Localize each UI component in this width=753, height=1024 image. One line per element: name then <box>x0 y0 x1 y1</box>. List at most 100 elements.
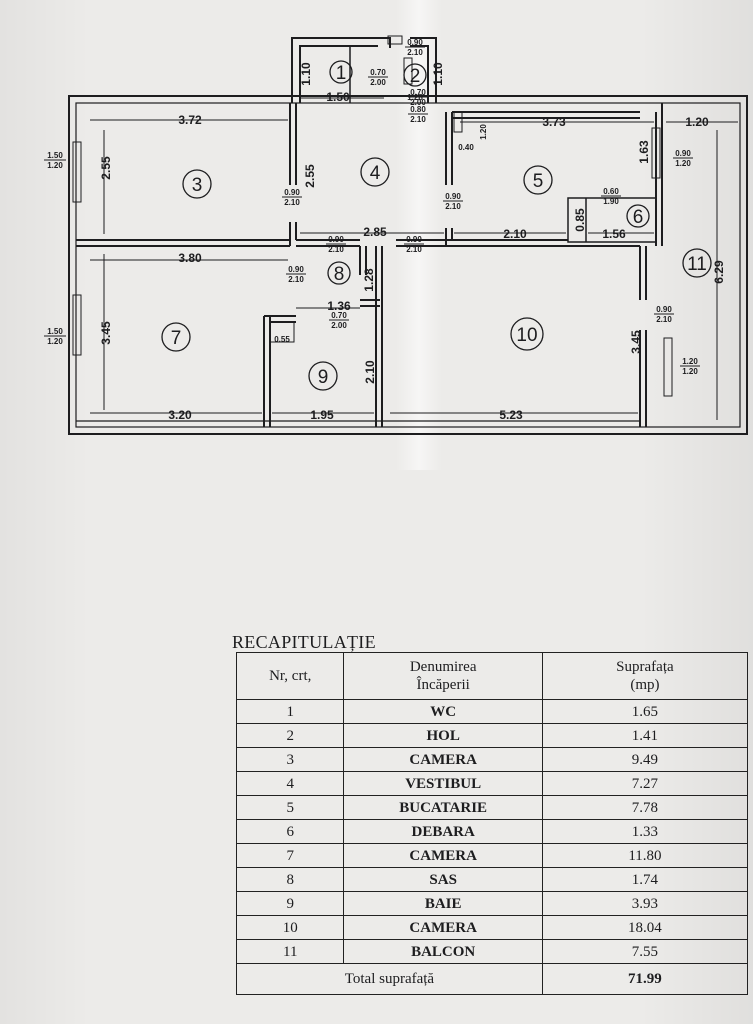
room-marker-1: 1 <box>329 60 353 84</box>
header-area-line2: (mp) <box>630 677 660 693</box>
room-marker-3: 3 <box>182 169 212 199</box>
svg-text:0.60: 0.60 <box>603 187 619 196</box>
svg-text:1.50: 1.50 <box>47 327 63 336</box>
svg-text:2.10: 2.10 <box>284 198 300 207</box>
dim-7-height: 3.45 <box>99 321 113 345</box>
svg-text:0.90: 0.90 <box>656 305 672 314</box>
dim-9-width: 1.95 <box>310 408 334 422</box>
svg-text:4: 4 <box>370 163 381 184</box>
total-value: 71.99 <box>541 963 749 995</box>
row-nr: 3 <box>235 747 345 772</box>
row-name: BUCATARIE <box>343 795 543 820</box>
dim-10-height: 3.45 <box>629 330 643 354</box>
row-name: SAS <box>343 867 543 892</box>
svg-text:0.80: 0.80 <box>410 105 426 114</box>
svg-text:2.10: 2.10 <box>410 115 426 124</box>
row-name: VESTIBUL <box>343 771 543 796</box>
room-marker-7: 7 <box>161 322 191 352</box>
dim-4-width: 2.85 <box>363 225 387 239</box>
dim-2-height: 1.10 <box>431 62 445 86</box>
row-nr: 11 <box>235 939 345 964</box>
recap-header-row: Nr, crt, Denumirea Încăperii Suprafața (… <box>235 652 749 700</box>
room-marker-8: 8 <box>327 261 351 285</box>
plan-walls <box>68 35 748 435</box>
row-name: WC <box>343 699 543 724</box>
row-nr: 10 <box>235 915 345 940</box>
room-marker-5: 5 <box>523 165 553 195</box>
svg-text:5: 5 <box>533 171 544 192</box>
dim-7-width: 3.80 <box>178 251 202 265</box>
room-markers: 1 2 3 4 5 6 7 8 9 10 11 <box>161 60 712 391</box>
row-nr: 4 <box>235 771 345 796</box>
dim-5-height: 1.63 <box>637 140 651 164</box>
dim-11-height: 6.29 <box>712 260 726 284</box>
svg-text:0.90: 0.90 <box>288 265 304 274</box>
svg-text:2.10: 2.10 <box>656 315 672 324</box>
opening-buc-door: 0.902.10 <box>443 192 463 211</box>
dim-6-height: 0.85 <box>573 208 587 232</box>
svg-text:1.20: 1.20 <box>47 161 63 170</box>
opening-wc-door: 0.702.00 <box>368 68 388 87</box>
dimension-lines <box>90 97 738 420</box>
svg-text:1.50: 1.50 <box>47 151 63 160</box>
dim-10-mid: 2.10 <box>503 227 527 241</box>
opening-baie-door: 0.702.00 <box>329 311 349 330</box>
row-nr: 8 <box>235 867 345 892</box>
opening-balcon-window: 1.201.20 <box>680 357 700 376</box>
opening-hol-window: 0.702.00 <box>408 88 428 107</box>
dim-3-height: 2.55 <box>99 156 113 180</box>
svg-text:2.10: 2.10 <box>407 48 423 57</box>
svg-text:0.90: 0.90 <box>675 149 691 158</box>
svg-text:2.00: 2.00 <box>370 78 386 87</box>
svg-text:0.90: 0.90 <box>328 235 344 244</box>
row-area: 7.27 <box>541 771 749 796</box>
room-marker-9: 9 <box>308 361 338 391</box>
recap-title: RECAPITULAȚIE <box>232 632 376 652</box>
row-area: 1.65 <box>541 699 749 724</box>
opening-cam7-door: 0.902.10 <box>286 265 306 284</box>
row-name: CAMERA <box>343 747 543 772</box>
row-nr: 2 <box>235 723 345 748</box>
dim-1-height: 1.10 <box>299 62 313 86</box>
dim-8-height: 1.28 <box>362 268 376 292</box>
opening-cam3-window: 1.501.20 <box>44 151 66 170</box>
dim-5-width: 3.73 <box>542 115 566 129</box>
room-marker-11: 11 <box>682 248 712 278</box>
opening-cam3-door: 0.902.10 <box>282 188 302 207</box>
header-name-line1: Denumirea <box>409 659 477 675</box>
svg-text:2: 2 <box>410 66 421 87</box>
row-nr: 6 <box>235 819 345 844</box>
room-marker-4: 4 <box>360 157 390 187</box>
opening-cam10-door: 0.902.10 <box>404 235 424 254</box>
row-nr: 7 <box>235 843 345 868</box>
svg-text:0.90: 0.90 <box>406 235 422 244</box>
room-marker-2: 2 <box>403 63 427 87</box>
dim-3-width: 3.72 <box>178 113 202 127</box>
opening-balcon-door: 0.902.10 <box>654 305 674 324</box>
svg-text:8: 8 <box>334 264 345 285</box>
opening-buc-window: 0.901.20 <box>673 149 693 168</box>
opening-debara-door: 0.601.90 <box>601 187 621 206</box>
floor-plan: 1 2 3 4 5 6 7 8 9 10 11 3.72 2.55 3.80 3… <box>44 35 748 435</box>
dim-7-bottom: 3.20 <box>168 408 192 422</box>
dim-kitchen-side: 1.20 <box>479 124 488 140</box>
svg-text:10: 10 <box>516 325 537 346</box>
svg-text:1: 1 <box>336 63 347 84</box>
svg-text:0.70: 0.70 <box>370 68 386 77</box>
svg-text:2.10: 2.10 <box>288 275 304 284</box>
total-row: Total suprafață 71.99 <box>236 963 749 995</box>
svg-text:2.00: 2.00 <box>331 321 347 330</box>
row-nr: 9 <box>235 891 345 916</box>
row-area: 3.93 <box>541 891 749 916</box>
svg-text:7: 7 <box>171 328 182 349</box>
opening-sas-top-door: 0.902.10 <box>326 235 346 254</box>
dim-9-small: 0.55 <box>274 335 290 344</box>
svg-text:2.10: 2.10 <box>445 202 461 211</box>
dim-4-height: 2.55 <box>303 164 317 188</box>
